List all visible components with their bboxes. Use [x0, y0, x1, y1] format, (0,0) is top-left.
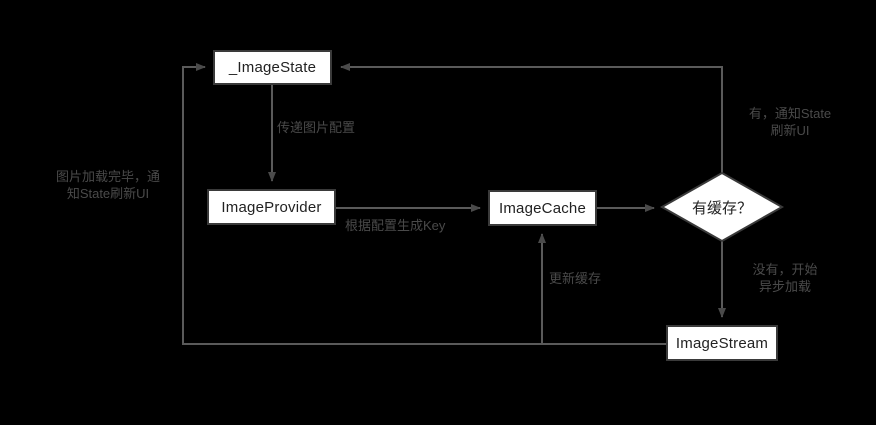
- edge-label-generate-key: 根据配置生成Key: [345, 218, 446, 233]
- edge-label-image-loaded: 图片加载完毕，通 知State刷新UI: [55, 169, 160, 201]
- node-image-state-label: _ImageState: [228, 59, 317, 76]
- edge-label-update-cache: 更新缓存: [549, 271, 602, 286]
- node-image-provider[interactable]: ImageProvider: [207, 189, 336, 225]
- edge-label-has-cache-no: 没有，开始 异步加载: [752, 262, 818, 294]
- node-image-stream[interactable]: ImageStream: [666, 325, 778, 361]
- edge-decision-to-state: [340, 63, 723, 173]
- edge-stream-to-state: [182, 63, 542, 345]
- edge-label-pass-image-config: 传递图片配置: [277, 120, 356, 135]
- node-image-cache-label: ImageCache: [498, 199, 587, 217]
- node-image-state[interactable]: _ImageState: [213, 50, 332, 85]
- edge-label-has-cache-yes: 有，通知State 刷新UI: [748, 106, 832, 138]
- edge-stream-to-cache: [538, 233, 666, 345]
- decision-diamond-shape: [659, 171, 785, 243]
- node-image-provider-label: ImageProvider: [221, 198, 322, 216]
- node-image-stream-label: ImageStream: [675, 334, 769, 352]
- node-image-cache[interactable]: ImageCache: [488, 190, 597, 226]
